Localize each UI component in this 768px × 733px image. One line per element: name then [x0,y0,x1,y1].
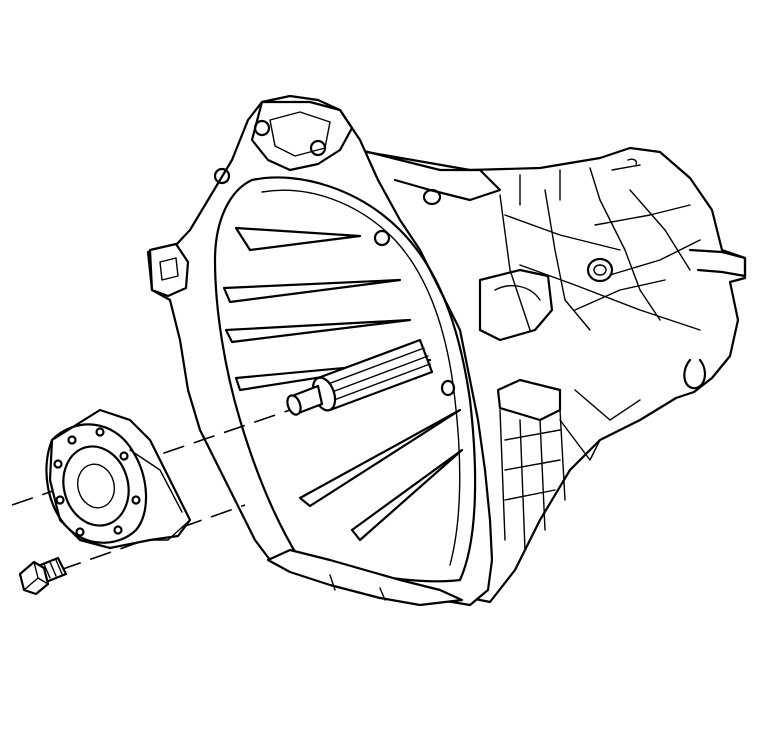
bell-housing [146,94,494,607]
retainer-bolt-thread [43,559,63,579]
case-rear-body-outline [353,146,747,604]
left-mount-ear [148,242,190,298]
bell-internal-rib [350,448,464,542]
bell-bottom-pan-rib [329,574,386,601]
bell-bottom-pan [266,548,464,607]
case-rib [504,214,621,251]
input-shaft [286,338,434,416]
bell-internal-rib [234,226,362,252]
bell-internal-rib [224,318,412,344]
retainer-bolt-hole [113,525,123,535]
case-rib [519,167,601,206]
lower-rib-lines [499,409,566,551]
flange-bolt-hole [213,167,231,185]
bearing-retainer-bore [77,463,115,509]
input-shaft-spline-line [331,355,429,393]
bearing-retainer-face [45,423,148,544]
retainer-bolt-head-flat [23,561,49,591]
lower-tail-boss [683,358,706,390]
flange-bolt-hole [440,379,456,397]
bell-inner-rim-2 [261,189,461,566]
input-shaft-spline-line [327,347,425,385]
bearing-retainer-hub [62,445,130,527]
input-shaft-pilot-tip [286,394,302,416]
case-rib [544,189,591,331]
retainer-bolt-hole [53,459,63,469]
case-rib [594,204,691,226]
top-ear [250,94,354,172]
top-boss [422,188,442,206]
flange-bolt-hole [373,229,391,247]
bell-internal-rib [298,408,462,508]
input-shaft-spline-line [333,363,431,401]
side-boss [586,257,614,283]
case-rib [499,194,531,331]
tail-mount-tab [688,248,747,278]
retainer-bolt-hole [67,435,77,445]
bearing-retainer-side [129,449,191,541]
retainer-bolt-hole [131,495,141,505]
case-rib [609,239,701,276]
case-lower-rib [559,389,641,461]
retainer-bolt [18,556,68,596]
lower-rib-cross [504,429,561,501]
case-rib [599,199,661,321]
case-rib [611,158,641,171]
transmission-case [353,146,747,604]
side-boss-hole [593,264,607,276]
bell-inner-rim [213,176,477,583]
bell-flange-outline [146,100,494,607]
retainer-bolt-hole [119,451,129,461]
bracket-upper-detail [494,284,541,301]
bearing-retainer [45,408,192,550]
bell-internal-rib [222,278,402,304]
lower-rib-block [496,378,562,422]
bracket-upper [478,268,554,342]
retainer-bolt-hole [75,527,85,537]
left-mount-ear-slot [159,257,179,281]
case-rib [574,279,666,311]
top-ear-inner [269,111,331,157]
retainer-bolt-hole [95,427,105,437]
case-rib [629,189,691,271]
retainer-bolt-hole [55,495,65,505]
